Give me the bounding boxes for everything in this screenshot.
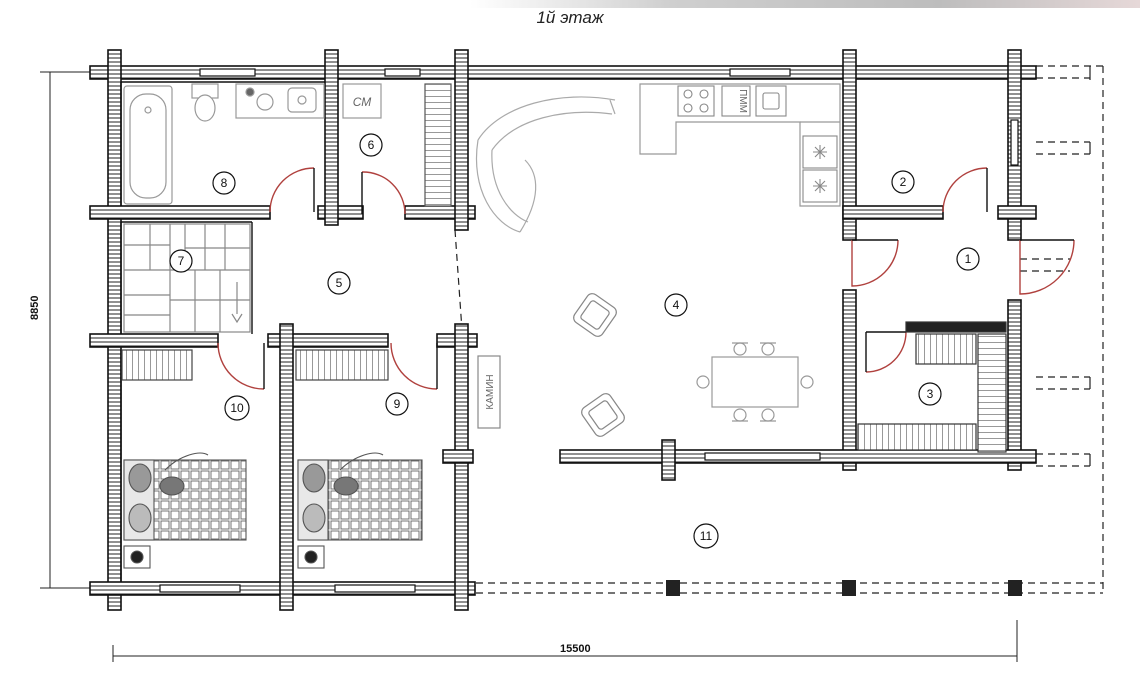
staircase xyxy=(123,223,251,333)
kitchen-appliances xyxy=(802,135,838,203)
armchair-1 xyxy=(573,293,617,337)
door-swings xyxy=(217,167,1075,390)
armchair-2 xyxy=(581,393,625,437)
dishwasher-label: ПММ xyxy=(737,89,748,113)
room-marker-11: 11 xyxy=(700,529,713,543)
room-marker-10-circle xyxy=(224,395,250,421)
room-marker-11-circle xyxy=(693,523,719,549)
room-marker-8-circle xyxy=(212,171,236,195)
washing-machine xyxy=(342,83,382,119)
room-marker-6: 6 xyxy=(368,138,375,152)
room-marker-3-circle xyxy=(918,382,942,406)
room-marker-9: 9 xyxy=(394,397,401,411)
kitchen-sink xyxy=(755,85,787,117)
room-marker-7: 7 xyxy=(178,254,185,268)
bedroom-10-shelf xyxy=(121,349,193,381)
room-marker-7-circle xyxy=(169,249,193,273)
room-marker-2-circle xyxy=(891,170,915,194)
storage-shelves xyxy=(424,83,452,207)
toilet xyxy=(191,83,219,122)
dimension-height-label: 8850 xyxy=(29,296,41,320)
dimension-width-label: 15500 xyxy=(560,643,591,655)
header-banner xyxy=(470,0,1140,8)
wardrobe-room-3 xyxy=(857,321,1007,453)
room-marker-3: 3 xyxy=(927,387,934,401)
fireplace xyxy=(477,355,501,429)
cooktop xyxy=(677,85,715,117)
room-marker-1-circle xyxy=(956,247,980,271)
curved-sofa xyxy=(476,96,616,233)
porch-posts xyxy=(666,580,1022,596)
room-marker-5-circle xyxy=(327,271,351,295)
room-marker-4: 4 xyxy=(673,298,680,312)
nightstand-room-9 xyxy=(297,545,325,569)
washing-machine-label: СМ xyxy=(353,95,372,109)
bed-room-9 xyxy=(297,452,423,541)
room-marker-10: 10 xyxy=(230,401,244,415)
nightstand-room-10 xyxy=(123,545,151,569)
bathroom-counter xyxy=(235,83,325,119)
bedroom-9-shelf xyxy=(295,349,389,381)
fireplace-label: КАМИН xyxy=(485,374,496,409)
room-marker-9-circle xyxy=(385,392,409,416)
room-marker-4-circle xyxy=(664,293,688,317)
room-markers: 1 2 3 4 5 6 7 8 9 10 11 xyxy=(169,133,980,549)
room-marker-1: 1 xyxy=(965,252,972,266)
dimension-lines xyxy=(40,71,1018,662)
porch-outline xyxy=(454,65,1104,594)
room-marker-5: 5 xyxy=(336,276,343,290)
dishwasher xyxy=(721,85,751,117)
room-marker-8: 8 xyxy=(221,176,228,190)
bathtub xyxy=(123,85,173,205)
room-marker-2: 2 xyxy=(900,175,907,189)
dining-table xyxy=(696,342,814,422)
floor-title: 1й этаж xyxy=(536,8,604,27)
windows xyxy=(159,68,1019,593)
wall-inner-lines xyxy=(120,81,325,582)
room-marker-6-circle xyxy=(359,133,383,157)
bed-room-10 xyxy=(123,452,247,541)
